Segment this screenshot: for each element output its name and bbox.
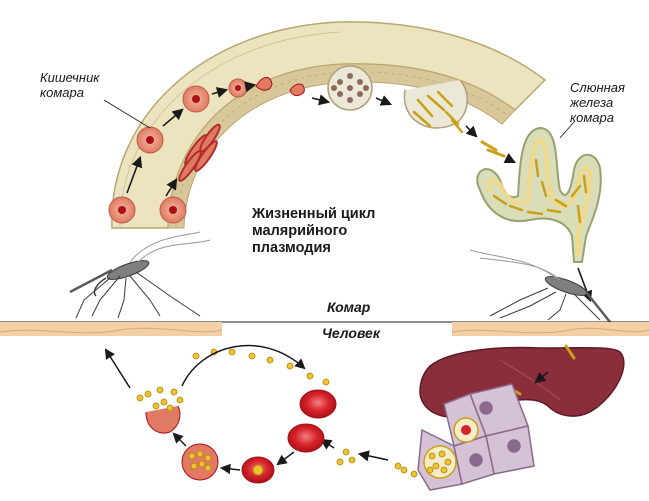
mosquito-gut-label: Кишечник комара (40, 70, 100, 100)
salivary-gland-label: Слюнная железа комара (570, 80, 625, 125)
free-sporozoites (480, 140, 506, 158)
liver-merozoites (394, 450, 452, 478)
human-host-label: Человек (322, 325, 380, 341)
mosquito-right (469, 249, 611, 323)
bursting-oocyst (403, 79, 468, 134)
skin-right (451, 322, 649, 336)
liver-cells (417, 383, 535, 491)
salivary-gland (476, 126, 602, 263)
diagram-title: Жизненный цикл малярийного плазмодия (252, 206, 376, 256)
gut-parasite-stages (108, 77, 331, 224)
skin-left (0, 322, 223, 336)
gut-leader-line (103, 99, 151, 129)
oocyst (327, 65, 373, 111)
mosquito-left (69, 231, 211, 319)
mosquito-host-label: Комар (327, 299, 371, 315)
gland-leader-line (559, 121, 575, 139)
erythrocytic-cycle (104, 344, 337, 484)
released-merozoites (336, 448, 356, 466)
